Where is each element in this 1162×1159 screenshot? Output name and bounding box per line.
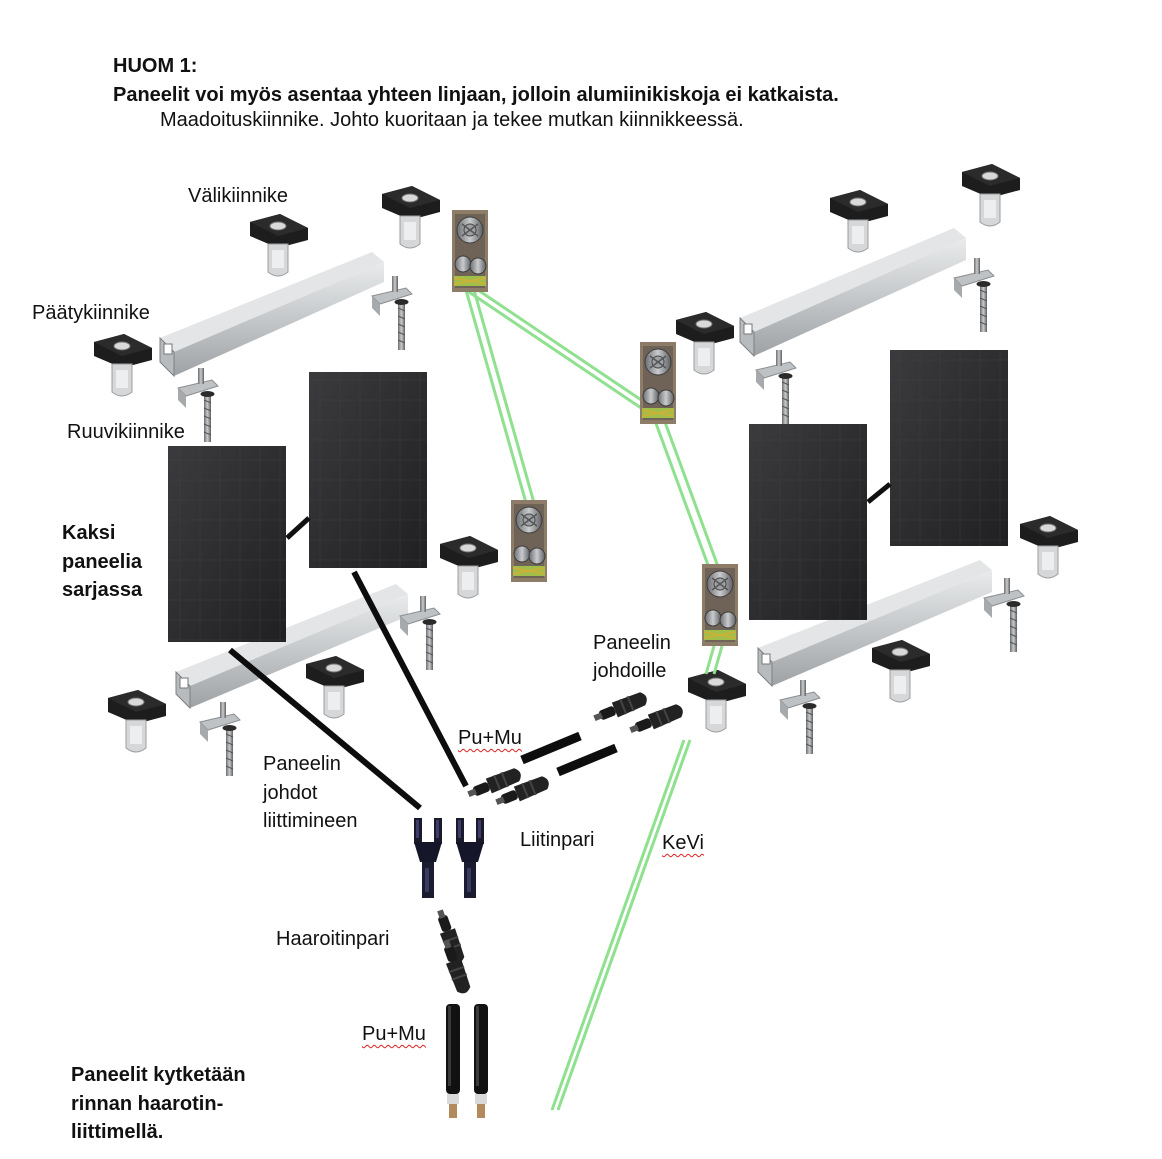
screw-bracket-icon <box>953 257 995 333</box>
mid-clamp-icon <box>249 213 309 277</box>
end-clamp-icon <box>1019 515 1079 579</box>
solar-panel-left-front <box>168 446 286 642</box>
label-ground-wire: KeVi <box>662 832 704 854</box>
grounding-lug-icon <box>701 563 739 647</box>
label-end-clamp: Päätykiinnike <box>32 302 150 324</box>
mid-clamp-icon <box>439 535 499 599</box>
mc4-connector-icon <box>591 689 650 726</box>
mid-clamp-icon <box>305 655 365 719</box>
end-clamp-icon <box>675 311 735 375</box>
label-panel-wires-2: johdoille <box>593 660 667 682</box>
cable-pair-top <box>465 689 686 810</box>
screw-bracket-icon <box>755 349 797 425</box>
label-panel-leads-2: johdot <box>263 782 318 804</box>
cable-end-icon <box>446 1004 460 1118</box>
label-two-panels-2: paneelia <box>62 551 143 573</box>
branch-pair <box>432 907 473 996</box>
label-parallel-2: rinnan haarotin- <box>71 1093 224 1115</box>
screw-bracket-icon <box>199 701 241 777</box>
label-cable-top: Pu+Mu <box>458 727 522 749</box>
note-title: HUOM 1: <box>113 55 198 77</box>
label-cable-bottom: Pu+Mu <box>362 1023 426 1045</box>
label-connector-pair: Liitinpari <box>520 829 595 851</box>
solar-panel-left-back <box>309 372 427 568</box>
grounding-lug-icon <box>510 499 548 583</box>
mid-clamp-icon <box>381 185 441 249</box>
solar-panel-right-back <box>890 350 1008 546</box>
right-lower-rail <box>757 560 992 688</box>
left-lower-rail <box>175 584 408 710</box>
branch-connector-icon <box>456 818 484 898</box>
screw-bracket-icon <box>177 367 219 443</box>
end-clamp-icon <box>687 669 747 733</box>
screw-bracket-icon <box>371 275 413 351</box>
end-clamp-icon <box>93 333 153 397</box>
left-upper-rail <box>159 252 384 378</box>
label-parallel-1: Paneelit kytketään <box>71 1064 246 1086</box>
note-line-2: Maadoituskiinnike. Johto kuoritaan ja te… <box>160 109 744 131</box>
panel-lead-right <box>351 570 469 788</box>
label-parallel-3: liittimellä. <box>71 1121 164 1143</box>
grounding-lug-icon <box>639 341 677 425</box>
label-mid-clamp: Välikiinnike <box>188 185 289 207</box>
label-panel-leads-3: liittimineen <box>263 810 358 832</box>
label-two-panels-1: Kaksi <box>62 522 116 544</box>
note-line-1: Paneelit voi myös asentaa yhteen linjaan… <box>113 84 839 106</box>
label-two-panels-3: sarjassa <box>62 579 143 601</box>
cable-end-icon <box>474 1004 488 1118</box>
label-branch-pair: Haaroitinpari <box>276 928 390 950</box>
ground-wire <box>464 284 724 1111</box>
label-panel-wires-1: Paneelin <box>593 632 671 654</box>
branch-connector-icon <box>414 818 442 898</box>
mid-clamp-icon <box>871 639 931 703</box>
screw-bracket-icon <box>779 679 821 755</box>
end-clamp-icon <box>961 163 1021 227</box>
end-clamp-icon <box>107 689 167 753</box>
right-upper-rail <box>739 228 966 358</box>
solar-panel-right-front <box>749 424 867 620</box>
label-screw-bracket: Ruuvikiinnike <box>67 421 185 443</box>
grounding-lug-icon <box>451 209 489 293</box>
panel-lead-left <box>228 647 422 811</box>
label-panel-leads-1: Paneelin <box>263 753 341 775</box>
mid-clamp-icon <box>829 189 889 253</box>
